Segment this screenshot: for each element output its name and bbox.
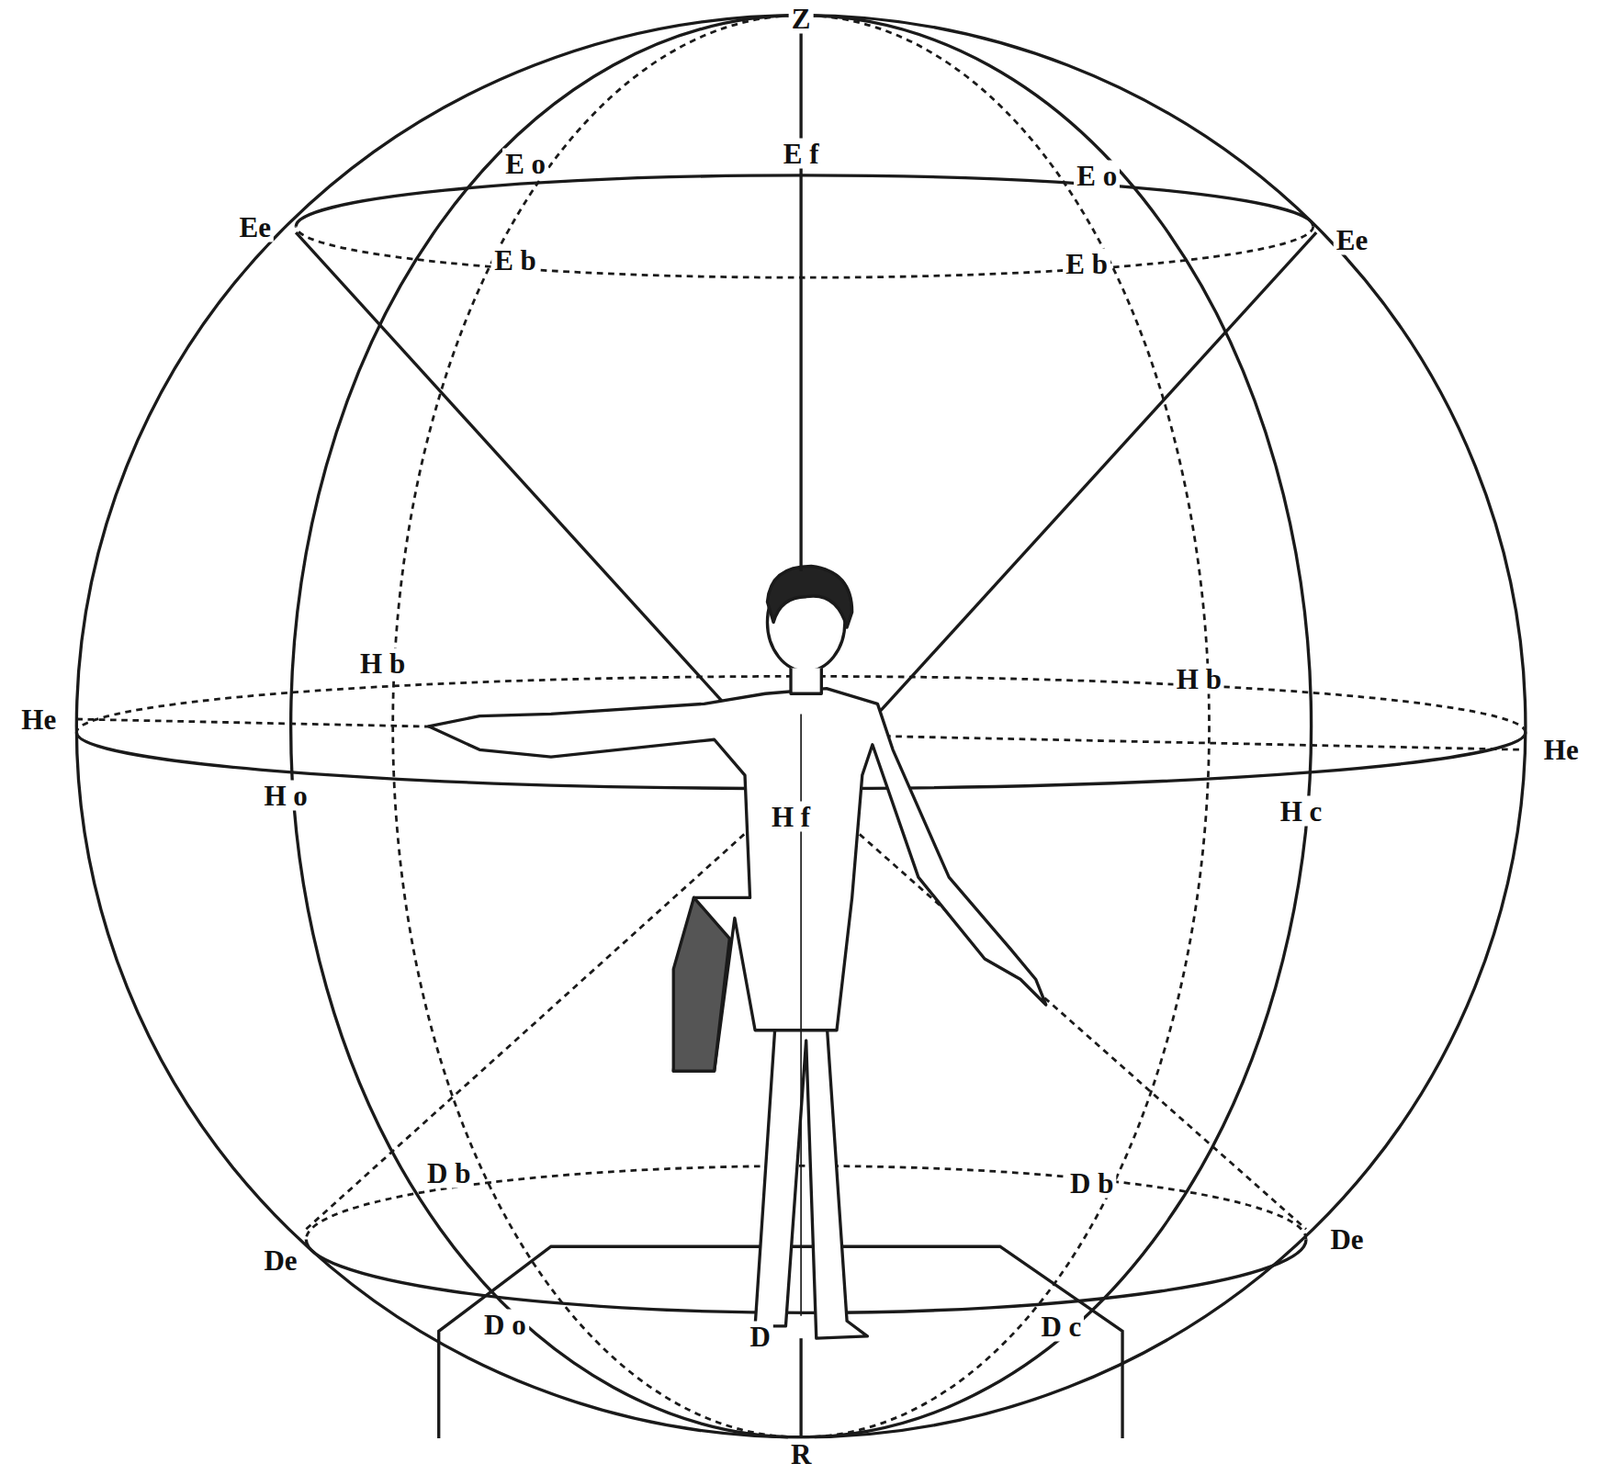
point-label: D — [746, 1320, 773, 1352]
point-label: E b — [491, 245, 540, 276]
point-label: He — [18, 704, 59, 735]
point-label: H b — [357, 647, 408, 678]
point-label: H f — [768, 800, 813, 832]
point-label: E b — [1062, 247, 1111, 279]
point-label: De — [260, 1244, 300, 1275]
point-label: He — [1541, 734, 1582, 766]
point-label: Z — [788, 2, 814, 34]
point-label: Ee — [1333, 225, 1371, 256]
point-label: H b — [1173, 663, 1225, 694]
point-label: Ee — [236, 211, 274, 242]
point-label: D c — [1037, 1310, 1084, 1341]
point-label: D o — [481, 1308, 530, 1340]
point-label: E o — [502, 147, 549, 179]
point-label: R — [788, 1438, 814, 1469]
point-label: E f — [780, 137, 823, 169]
point-label: De — [1327, 1224, 1366, 1255]
point-label: D b — [1067, 1168, 1116, 1199]
point-label: E o — [1073, 160, 1120, 192]
point-label: H c — [1277, 795, 1326, 826]
point-label: D b — [424, 1158, 474, 1189]
point-label: H o — [260, 780, 310, 812]
